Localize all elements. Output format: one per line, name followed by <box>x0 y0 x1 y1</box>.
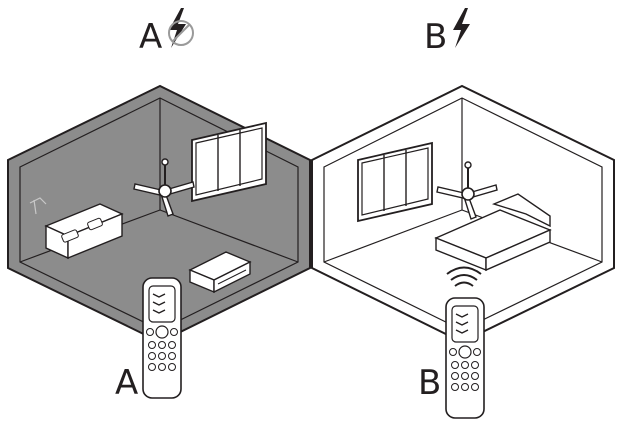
floor-lamp <box>29 197 47 215</box>
lightning-icon-b <box>453 8 470 48</box>
room-b <box>311 84 615 344</box>
remote-control-a <box>142 277 182 399</box>
lightning-icon-a <box>169 8 186 48</box>
remote-control-b <box>445 297 485 419</box>
no-power-icon <box>168 20 194 46</box>
signal-waves-icon <box>446 266 482 287</box>
remote-label-b: B <box>418 363 442 403</box>
sofa <box>44 203 124 260</box>
title-label-a: A <box>139 17 163 57</box>
remote-label-a: A <box>115 363 139 403</box>
device-box <box>188 251 252 294</box>
room-a <box>7 84 311 344</box>
bed <box>434 193 552 272</box>
title-label-b: B <box>424 17 448 57</box>
